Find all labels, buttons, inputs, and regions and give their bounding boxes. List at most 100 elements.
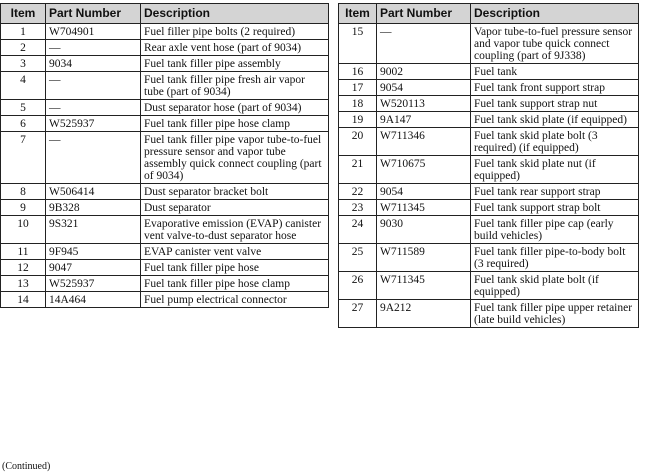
item-cell: 9: [0, 199, 46, 216]
table-row: 2—Rear axle vent hose (part of 9034): [0, 39, 329, 56]
part-number-cell: W711589: [376, 243, 471, 272]
parts-table-right: Item Part Number Description 15—Vapor tu…: [338, 3, 639, 328]
item-cell: 16: [338, 63, 377, 80]
description-cell: Rear axle vent hose (part of 9034): [140, 39, 329, 56]
part-number-cell: —: [45, 99, 141, 116]
item-cell: 6: [0, 115, 46, 132]
item-cell: 13: [0, 275, 46, 292]
part-number-header: Part Number: [45, 3, 141, 24]
description-header: Description: [140, 3, 329, 24]
part-number-cell: W710675: [376, 155, 471, 184]
description-cell: Dust separator hose (part of 9034): [140, 99, 329, 116]
item-cell: 20: [338, 127, 377, 156]
part-number-header: Part Number: [376, 3, 471, 24]
description-cell: Fuel pump electrical connector: [140, 291, 329, 308]
description-cell: Fuel filler pipe bolts (2 required): [140, 23, 329, 40]
part-number-cell: W711345: [376, 271, 471, 300]
description-cell: Fuel tank support strap nut: [470, 95, 639, 112]
description-cell: Fuel tank front support strap: [470, 79, 639, 96]
part-number-cell: —: [376, 23, 471, 64]
part-number-cell: 9002: [376, 63, 471, 80]
description-cell: Dust separator: [140, 199, 329, 216]
item-cell: 12: [0, 259, 46, 276]
part-number-cell: 9A147: [376, 111, 471, 128]
item-cell: 14: [0, 291, 46, 308]
description-cell: Fuel tank filler pipe hose clamp: [140, 115, 329, 132]
item-cell: 15: [338, 23, 377, 64]
item-cell: 17: [338, 79, 377, 96]
description-cell: Vapor tube-to-fuel pressure sensor and v…: [470, 23, 639, 64]
item-cell: 3: [0, 55, 46, 72]
part-number-cell: 9030: [376, 215, 471, 244]
description-cell: Fuel tank: [470, 63, 639, 80]
part-number-cell: W520113: [376, 95, 471, 112]
description-cell: Fuel tank filler pipe-to-body bolt (3 re…: [470, 243, 639, 272]
description-header: Description: [470, 3, 639, 24]
part-number-cell: 9054: [376, 79, 471, 96]
item-cell: 26: [338, 271, 377, 300]
item-cell: 7: [0, 131, 46, 184]
part-number-cell: 14A464: [45, 291, 141, 308]
item-cell: 21: [338, 155, 377, 184]
item-header: Item: [338, 3, 377, 24]
table-row: 15—Vapor tube-to-fuel pressure sensor an…: [338, 23, 639, 64]
item-cell: 8: [0, 183, 46, 200]
item-cell: 10: [0, 215, 46, 244]
part-number-cell: W525937: [45, 275, 141, 292]
item-header: Item: [0, 3, 46, 24]
table-row: 5—Dust separator hose (part of 9034): [0, 99, 329, 116]
part-number-cell: 9F945: [45, 243, 141, 260]
description-cell: Fuel tank skid plate (if equipped): [470, 111, 639, 128]
header-row: Item Part Number Description: [0, 3, 329, 24]
description-cell: Fuel tank filler pipe hose: [140, 259, 329, 276]
item-cell: 4: [0, 71, 46, 100]
item-cell: 1: [0, 23, 46, 40]
part-number-cell: 9A212: [376, 299, 471, 328]
part-number-cell: 9B328: [45, 199, 141, 216]
item-cell: 24: [338, 215, 377, 244]
part-number-cell: 9047: [45, 259, 141, 276]
part-number-cell: —: [45, 39, 141, 56]
description-cell: Fuel tank filler pipe upper retainer (la…: [470, 299, 639, 328]
description-cell: Fuel tank filler pipe fresh air vapor tu…: [140, 71, 329, 100]
description-cell: Evaporative emission (EVAP) canister ven…: [140, 215, 329, 244]
description-cell: EVAP canister vent valve: [140, 243, 329, 260]
part-number-cell: —: [45, 71, 141, 100]
table-row: 4—Fuel tank filler pipe fresh air vapor …: [0, 71, 329, 100]
part-number-cell: 9054: [376, 183, 471, 200]
item-cell: 11: [0, 243, 46, 260]
item-cell: 23: [338, 199, 377, 216]
description-cell: Fuel tank filler pipe cap (early build v…: [470, 215, 639, 244]
part-number-cell: W711346: [376, 127, 471, 156]
part-number-cell: 9S321: [45, 215, 141, 244]
item-cell: 5: [0, 99, 46, 116]
description-cell: Fuel tank filler pipe vapor tube-to-fuel…: [140, 131, 329, 184]
description-cell: Fuel tank support strap bolt: [470, 199, 639, 216]
description-cell: Fuel tank rear support strap: [470, 183, 639, 200]
table-row: 7—Fuel tank filler pipe vapor tube-to-fu…: [0, 131, 329, 184]
item-cell: 25: [338, 243, 377, 272]
part-number-cell: —: [45, 131, 141, 184]
item-cell: 18: [338, 95, 377, 112]
